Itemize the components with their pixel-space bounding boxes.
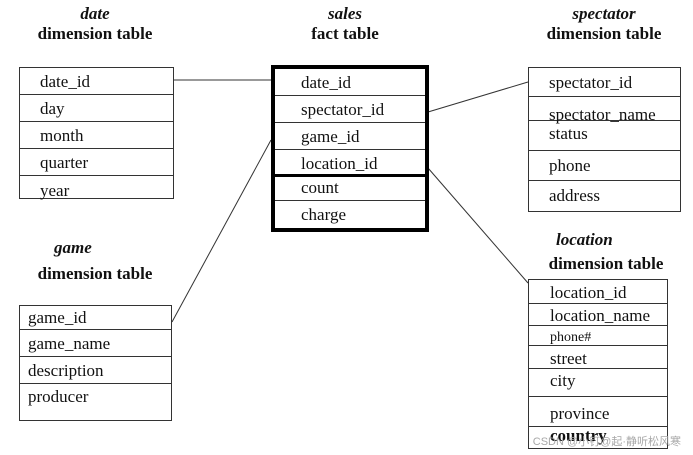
game-table-kind: dimension table	[37, 263, 153, 283]
location-field: street	[529, 346, 667, 369]
game-title: game dimension table	[20, 238, 170, 283]
spectator-field: phone	[529, 151, 680, 181]
location-field: phone#	[529, 326, 667, 346]
date-field: quarter	[20, 149, 173, 176]
link-game-sales	[171, 139, 272, 323]
location-table-name: location	[556, 230, 613, 249]
spectator-dimension-table: spectator_id spectator_name status phone…	[528, 67, 681, 212]
spectator-table-kind: dimension table	[546, 23, 662, 43]
spectator-table-name: spectator	[572, 4, 636, 23]
game-dimension-table: game_id game_name description producer	[19, 305, 172, 421]
game-field: description	[20, 357, 171, 384]
date-dimension-table: date_id day month quarter year	[19, 67, 174, 200]
date-field: day	[20, 95, 173, 122]
location-field: city	[529, 369, 667, 397]
location-dimension-table: location_id location_name phone# street …	[528, 279, 668, 449]
date-table-name: date	[80, 4, 110, 23]
sales-title: sales fact table	[270, 4, 420, 43]
sales-table-kind: fact table	[311, 23, 379, 43]
sales-key-field: spectator_id	[275, 96, 425, 123]
sales-key-field: location_id	[275, 150, 425, 177]
date-table-kind: dimension table	[37, 23, 153, 43]
spectator-field: spectator_id	[529, 68, 680, 97]
location-field: location_name	[529, 304, 667, 326]
date-field: date_id	[20, 68, 173, 95]
spectator-field: address	[549, 186, 600, 205]
watermark-text: CSDN @小钉@起·静听松风寒	[532, 436, 681, 448]
game-field: game_id	[20, 306, 171, 330]
sales-key-field: game_id	[275, 123, 425, 150]
location-field: country	[550, 426, 607, 445]
location-title: location dimension table	[530, 230, 682, 273]
sales-measure-field: count	[275, 177, 425, 201]
game-field: game_name	[20, 330, 171, 357]
spectator-field: status	[529, 121, 680, 151]
game-table-name: game	[54, 238, 92, 257]
spectator-field: spectator_name	[529, 97, 680, 124]
location-field: province	[529, 397, 667, 427]
sales-table-name: sales	[328, 4, 362, 23]
sales-measure-field: charge	[301, 205, 346, 224]
game-field: producer	[28, 387, 89, 406]
spectator-title: spectator dimension table	[528, 4, 680, 43]
link-location-sales	[427, 167, 529, 284]
sales-fact-table: date_id spectator_id game_id location_id…	[271, 65, 429, 232]
location-table-kind: dimension table	[548, 253, 664, 273]
date-field: month	[20, 122, 173, 149]
link-spectator-sales	[427, 81, 529, 113]
location-field: location_id	[529, 280, 667, 304]
date-field: year	[40, 181, 70, 200]
sales-key-field: date_id	[275, 69, 425, 96]
date-title: date dimension table	[20, 4, 170, 43]
